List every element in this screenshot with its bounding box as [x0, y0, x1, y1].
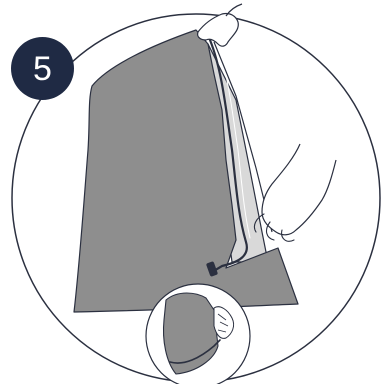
step-number-badge: 5	[11, 37, 74, 100]
step-number-label: 5	[33, 52, 52, 86]
